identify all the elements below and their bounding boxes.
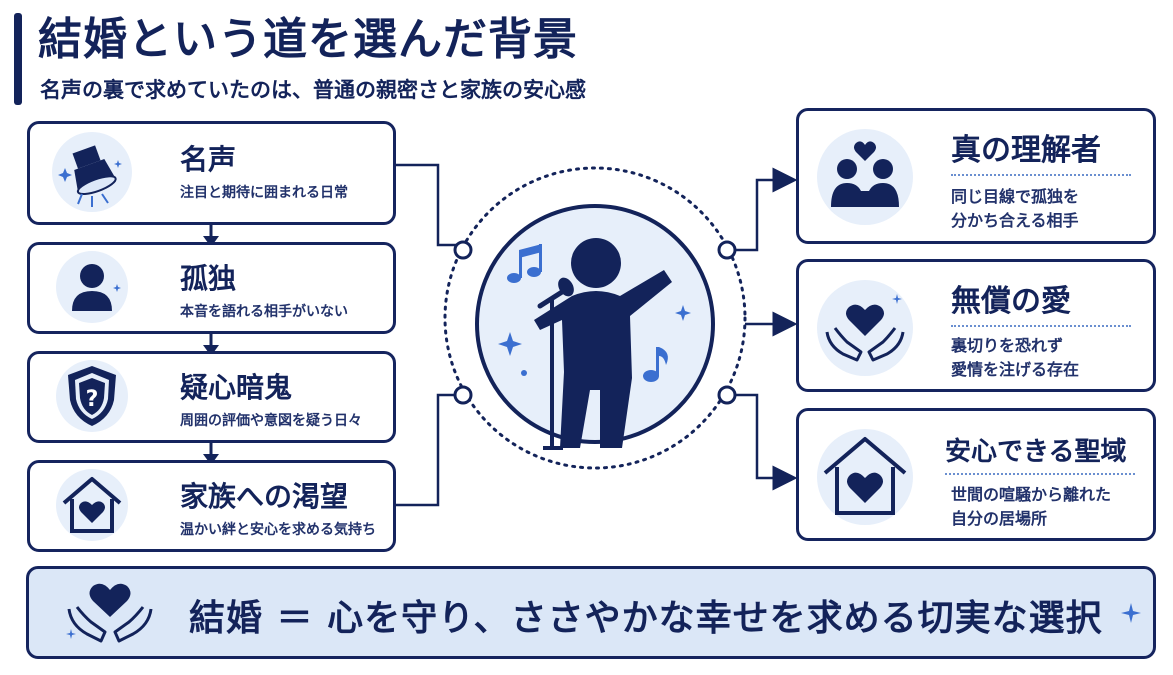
step-title: 名声: [180, 143, 237, 176]
arrow-to-understanding: [735, 167, 798, 252]
step-suspicion-card: ? 疑心暗鬼 周囲の評価や意図を疑う日々: [27, 351, 396, 443]
icon-circle: [56, 469, 128, 541]
item-line-2: 愛情を注げる存在: [951, 360, 1080, 379]
icon-circle: [52, 132, 132, 212]
person-icon: [72, 264, 121, 311]
connector-node: [453, 240, 473, 260]
sparkle-icon: [498, 305, 691, 376]
hands-heart-icon: [66, 583, 153, 643]
item-line-1: 同じ目線で孤独を: [951, 187, 1080, 206]
spotlight-icon: [58, 145, 122, 207]
dotted-ring: [443, 166, 747, 470]
sparkle-icon: [1121, 603, 1141, 623]
arrow-to-sanctuary: [735, 393, 798, 491]
icon-circle: [817, 129, 913, 225]
unconditional-love-card: 無償の愛 裏切りを恐れず 愛情を注げる存在: [796, 259, 1156, 392]
down-arrow: [203, 224, 219, 247]
icon-circle: ?: [56, 360, 128, 432]
title-underline: [951, 325, 1131, 327]
icon-circle: [56, 251, 128, 323]
step-description: 本音を語れる相手がいない: [180, 304, 348, 320]
conclusion-text: 結婚 ＝ 心を守り、ささやかな幸せを求める切実な選択: [189, 598, 1103, 639]
connector-node: [453, 385, 473, 405]
music-note-icon: [507, 244, 542, 283]
step-description: 注目と期待に囲まれる日常: [180, 185, 348, 201]
connector-node: [717, 385, 737, 405]
down-arrow: [203, 333, 219, 356]
item-line-2: 自分の居場所: [951, 509, 1048, 528]
shield-question-icon: ?: [68, 366, 116, 426]
connector-node: [717, 240, 737, 260]
house-heart-icon: [62, 477, 122, 533]
down-arrow: [203, 442, 219, 465]
item-line-1: 裏切りを恐れず: [951, 336, 1064, 355]
safe-sanctuary-card: 安心できる聖域 世間の喧騒から離れた 自分の居場所: [796, 408, 1156, 541]
icon-circle: [817, 429, 913, 525]
true-understanding-card: 真の理解者 同じ目線で孤独を 分かち合える相手: [796, 108, 1156, 244]
house-heart-icon: [823, 437, 907, 515]
step-title: 孤独: [180, 262, 237, 295]
step-loneliness-card: 孤独 本音を語れる相手がいない: [27, 242, 396, 334]
step-description: 周囲の評価や意図を疑う日々: [180, 413, 362, 429]
title-accent-bar: [14, 13, 22, 105]
item-title: 無償の愛: [951, 284, 1071, 319]
step-description: 温かい絆と安心を求める気持ち: [180, 522, 376, 538]
couple-heart-icon: [831, 141, 899, 207]
singer-icon: [534, 238, 672, 450]
step-title: 家族への渇望: [180, 480, 349, 513]
item-line-2: 分かち合える相手: [951, 211, 1079, 230]
step-family-longing-card: 家族への渇望 温かい絆と安心を求める気持ち: [27, 460, 396, 552]
conclusion-banner: 結婚 ＝ 心を守り、ささやかな幸せを求める切実な選択: [26, 566, 1156, 659]
page-title: 結婚という道を選んだ背景: [38, 14, 578, 65]
connector-fame: [395, 163, 463, 247]
svg-text:?: ?: [86, 387, 99, 412]
page-subtitle: 名声の裏で求めていたのは、普通の親密さと家族の安心感: [40, 78, 586, 102]
title-underline: [951, 174, 1131, 176]
step-title: 疑心暗鬼: [180, 371, 293, 404]
icon-circle: [817, 280, 913, 376]
hands-heart-icon: [825, 294, 905, 362]
item-title: 安心できる聖域: [945, 437, 1127, 467]
connector-longing: [395, 393, 463, 507]
music-note-icon: [643, 347, 668, 382]
step-fame-card: 名声 注目と期待に囲まれる日常: [27, 121, 396, 225]
item-line-1: 世間の喧騒から離れた: [951, 485, 1112, 504]
title-underline: [945, 473, 1135, 475]
item-title: 真の理解者: [951, 133, 1101, 168]
